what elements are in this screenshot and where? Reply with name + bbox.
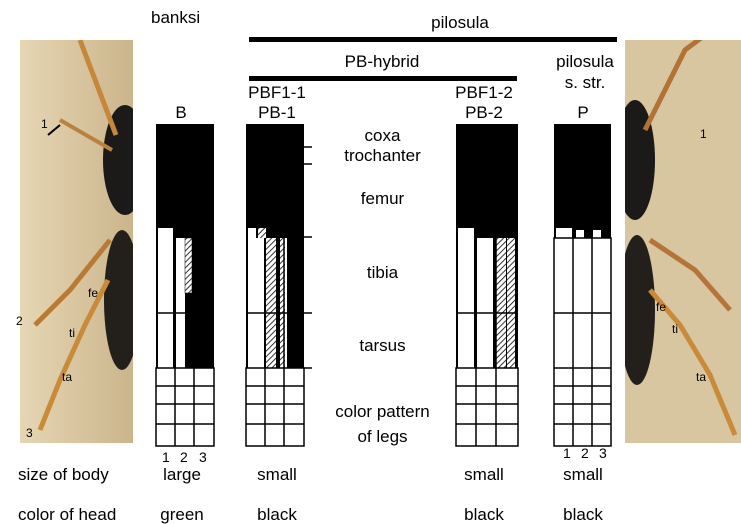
segment-ticks: [304, 147, 464, 368]
column-pb2-pattern: [456, 124, 518, 446]
column-b-pattern: [156, 124, 214, 446]
column-pb1-pattern: [246, 124, 304, 446]
pb-hybrid-bar: [249, 76, 517, 81]
column-p-pattern: [554, 124, 611, 446]
pilosula-bar: [249, 37, 617, 42]
